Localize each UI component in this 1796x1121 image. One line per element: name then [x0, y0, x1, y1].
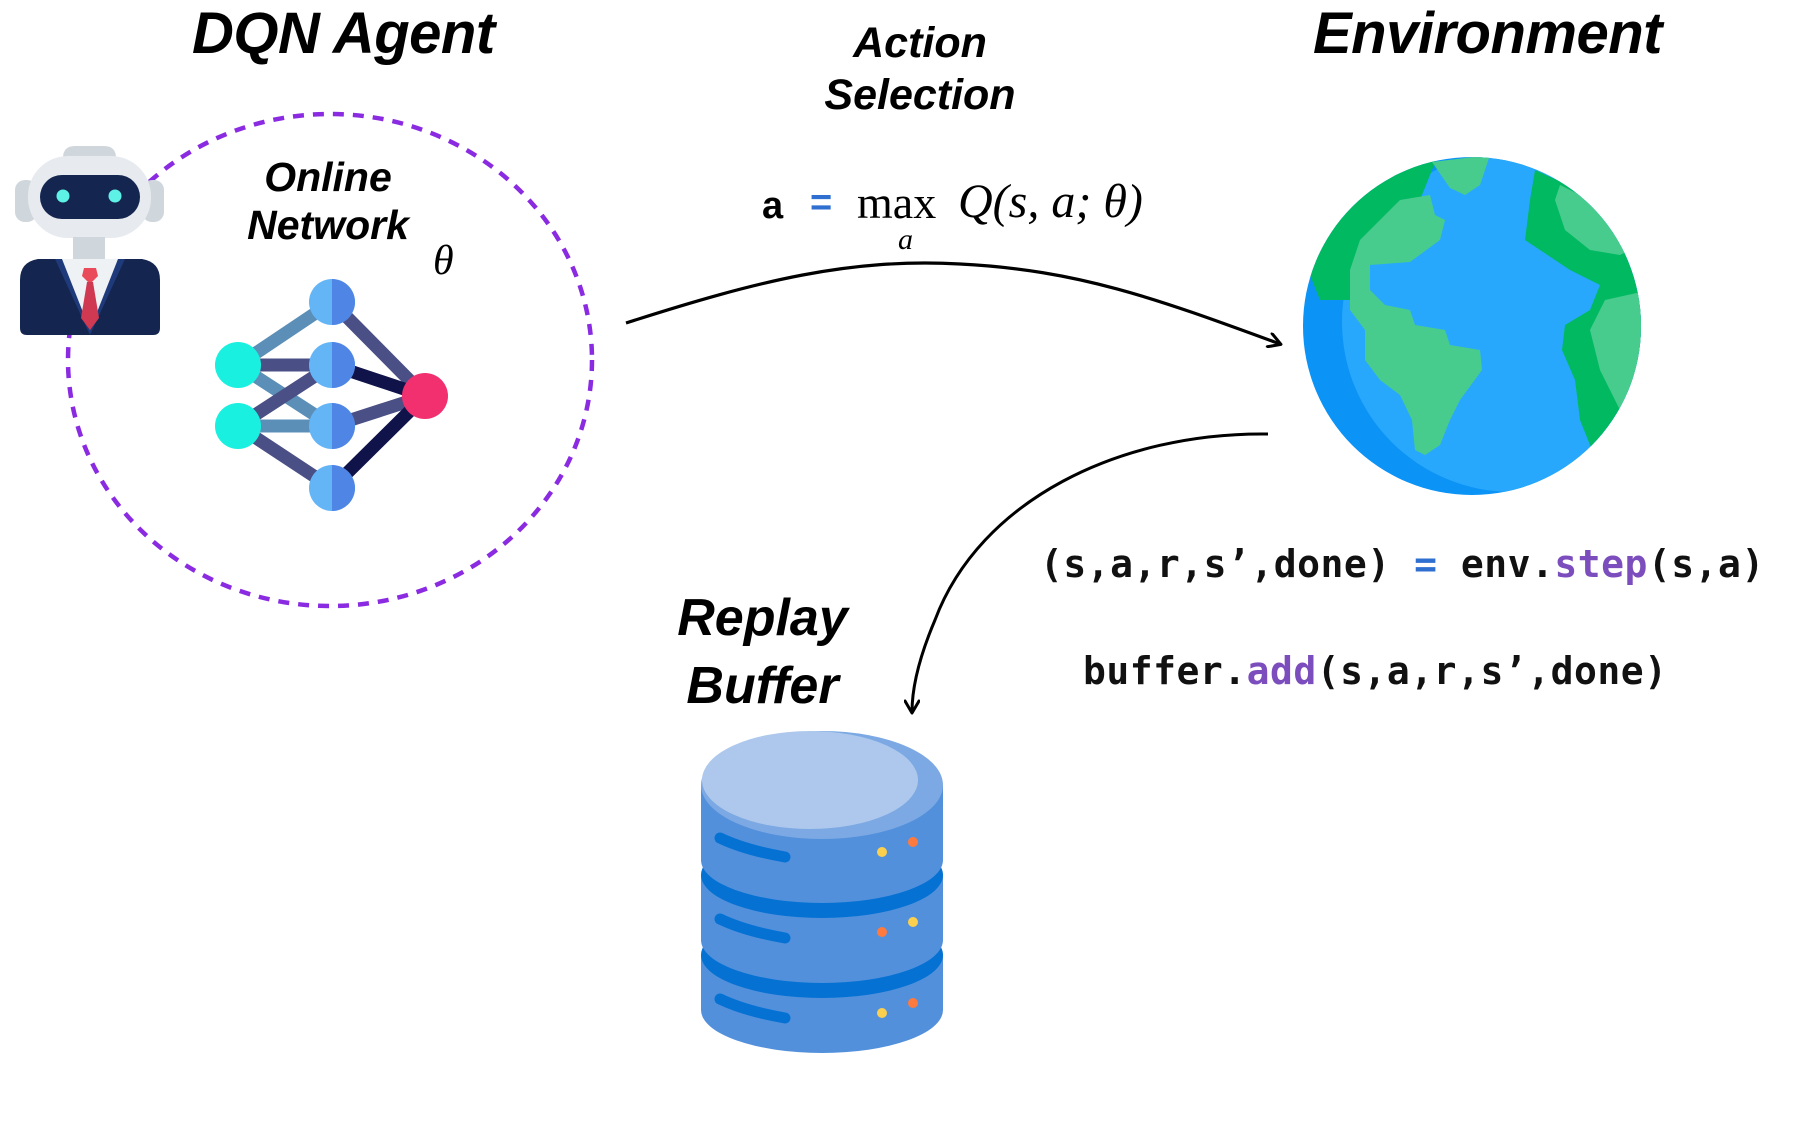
buffer-add-code: buffer.add(s,a,r,s’,done) [1083, 652, 1667, 690]
output-node [402, 373, 448, 419]
hidden-node [309, 403, 355, 449]
formula-lhs: a [762, 185, 784, 227]
replay-label-line1: Replay [677, 589, 848, 647]
environment-title: Environment [1313, 1, 1663, 66]
replay-label-line2: Buffer [686, 656, 839, 715]
store-transition-arrow [912, 432, 1269, 712]
action-label-line2: Selection [824, 71, 1016, 120]
agent-title: DQN Agent [192, 1, 495, 66]
network-label-line2: Network [247, 201, 409, 248]
step-object: env. [1460, 542, 1555, 586]
step-args: (s,a) [1647, 542, 1765, 586]
globe-icon [1303, 157, 1641, 495]
agent-boundary-circle [65, 111, 595, 609]
step-lhs: (s,a,r,s’,done) [1040, 542, 1391, 586]
action-arrow [625, 261, 1280, 344]
hidden-node [309, 465, 355, 511]
hidden-node [309, 279, 355, 325]
theta-symbol: θ [433, 238, 454, 284]
formula-equals: = [810, 182, 833, 224]
network-label-line1: Online [264, 154, 392, 200]
add-function: add [1246, 649, 1317, 693]
input-node [215, 342, 261, 388]
input-node [215, 403, 261, 449]
step-function: step [1554, 542, 1648, 586]
env-step-code: (s,a,r,s’,done) = env.step(s,a) [1040, 545, 1765, 583]
formula-max-subscript: a [898, 223, 913, 256]
formula-max: max [857, 177, 937, 228]
database-icon [701, 731, 943, 1053]
neural-network-icon [215, 279, 448, 511]
formula-q-function: Q(s, a; θ) [958, 175, 1143, 228]
hidden-node [309, 342, 355, 388]
network-label: Online Network [228, 154, 428, 250]
add-object: buffer. [1083, 649, 1247, 693]
action-label-line1: Action [853, 19, 987, 67]
robot-agent-icon [15, 146, 164, 335]
add-args: (s,a,r,s’,done) [1316, 649, 1668, 693]
replay-buffer-label: Replay Buffer [650, 585, 875, 720]
action-selection-label: Action Selection [800, 17, 1040, 122]
step-equals: = [1414, 542, 1438, 586]
